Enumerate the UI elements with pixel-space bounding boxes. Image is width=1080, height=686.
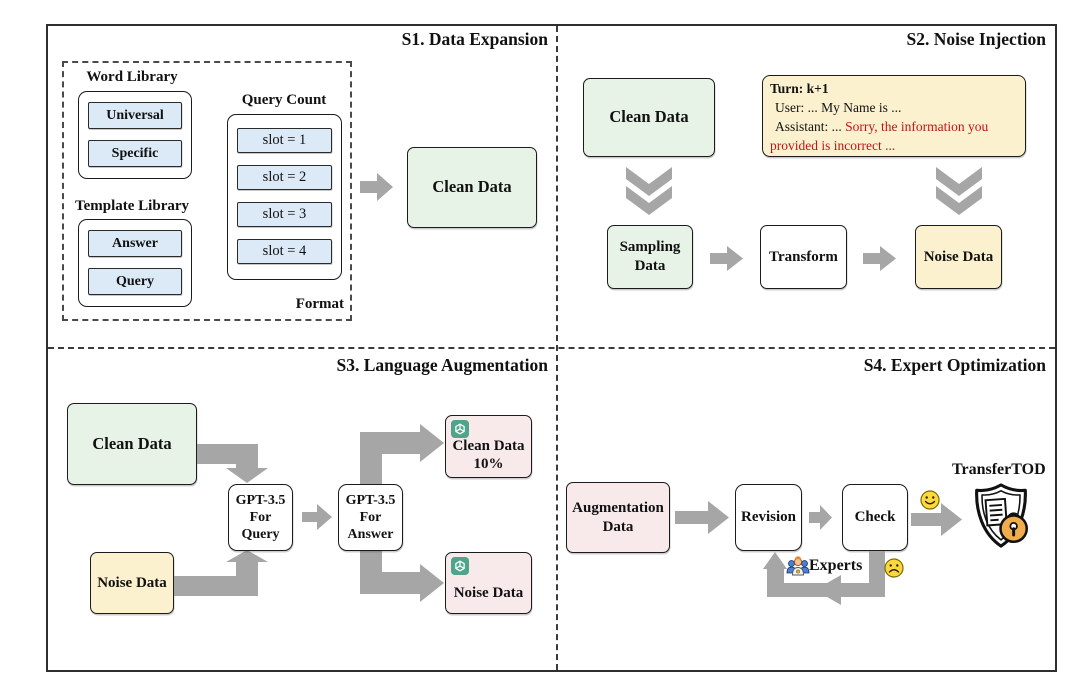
transfertod-label: TransferTOD xyxy=(952,461,1046,478)
double-chevron-down-icon xyxy=(936,167,982,215)
feedback-up-arrowhead xyxy=(763,552,787,569)
word-library-label: Word Library xyxy=(86,69,178,85)
slot-4-item: slot = 4 xyxy=(237,239,332,264)
format-label: Format xyxy=(295,296,344,312)
slot-3-item: slot = 3 xyxy=(237,202,332,227)
transform-box: Transform xyxy=(760,225,847,289)
slot-2-item: slot = 2 xyxy=(237,165,332,190)
clean-data-10-line2: 10% xyxy=(473,456,504,473)
s1-clean-data-box: Clean Data xyxy=(407,147,537,228)
arrow-right-icon xyxy=(911,503,962,536)
elbow-arrows xyxy=(174,424,444,602)
format-group-box xyxy=(62,61,352,321)
s3-noise-data-box: Noise Data xyxy=(90,552,174,614)
dialogue-assistant-error-text: Sorry, the information you provided is i… xyxy=(770,119,989,154)
gpt-query-box: GPT-3.5 For Query xyxy=(228,484,293,551)
gpt-answer-box: GPT-3.5 For Answer xyxy=(338,484,403,551)
arrow-clean-to-gptquery xyxy=(197,444,268,483)
feedback-up-segment xyxy=(767,567,784,597)
gpt-answer-line1: GPT-3.5 xyxy=(345,492,396,508)
dialogue-user-line: User: ... My Name is ... xyxy=(775,100,902,116)
augmentation-data-box: Augmentation Data xyxy=(566,482,670,553)
s3-noise-data-out-label: Noise Data xyxy=(453,585,524,602)
dialogue-assistant-prefix: Assistant: ... xyxy=(775,119,846,135)
template-library-item-query: Query xyxy=(88,268,182,295)
feedback-left-arrowhead xyxy=(815,575,841,605)
clean-data-10-line1: Clean Data xyxy=(452,437,525,454)
word-library-item-specific: Specific xyxy=(88,140,182,167)
transfertod-shield-icon xyxy=(975,483,1029,548)
experts-group-icon xyxy=(786,556,810,576)
template-library-label: Template Library xyxy=(74,198,190,214)
check-box: Check xyxy=(842,484,908,551)
s3-clean-data-box: Clean Data xyxy=(67,403,197,485)
slot-1-item: slot = 1 xyxy=(237,128,332,153)
clean-data-10-box: Clean Data 10% xyxy=(445,415,532,478)
arrow-noise-to-gptquery xyxy=(174,550,268,596)
arrow-gptanswer-to-cleanout xyxy=(360,424,444,484)
dialogue-turn-label: Turn: k+1 xyxy=(770,81,829,96)
s1-title: S1. Data Expansion xyxy=(401,29,548,49)
gpt-query-line3: Query xyxy=(241,527,280,543)
revision-box: Revision xyxy=(735,484,802,551)
arrow-right-icon xyxy=(710,246,743,271)
s2-clean-data-box: Clean Data xyxy=(583,78,715,157)
arrow-right-icon xyxy=(302,504,332,530)
template-library-item-answer: Answer xyxy=(88,230,182,257)
dialogue-example-box: Turn: k+1 User: ... My Name is ... Assis… xyxy=(762,75,1026,157)
s4-title: S4. Expert Optimization xyxy=(863,355,1046,375)
gpt-answer-line2: For xyxy=(359,509,382,525)
s2-noise-data-box: Noise Data xyxy=(915,225,1002,289)
gpt-query-line1: GPT-3.5 xyxy=(235,492,286,508)
experts-label: Experts xyxy=(809,557,863,574)
arrow-right-icon xyxy=(675,501,729,534)
sampling-data-box: Sampling Data xyxy=(607,225,693,289)
feedback-loop-arrows xyxy=(763,551,885,605)
s2-title: S2. Noise Injection xyxy=(906,29,1046,49)
arrow-gptanswer-to-noiseout xyxy=(360,551,444,602)
openai-logo-icon xyxy=(451,420,469,438)
query-count-label: Query Count xyxy=(241,92,327,108)
s3-title: S3. Language Augmentation xyxy=(336,355,549,375)
word-library-item-universal: Universal xyxy=(88,102,182,129)
gpt-answer-line3: Answer xyxy=(347,527,394,543)
sad-face-icon xyxy=(884,558,904,578)
happy-face-icon xyxy=(920,490,940,510)
figure-border xyxy=(46,24,1057,672)
quadrant-divider-horizontal xyxy=(48,347,1055,349)
openai-logo-icon xyxy=(451,557,469,575)
gpt-query-line2: For xyxy=(249,509,272,525)
arrow-right-icon xyxy=(863,246,896,271)
double-chevron-down-icon xyxy=(626,167,672,215)
arrow-right-icon xyxy=(360,173,393,201)
dialogue-assistant-line: Assistant: ... Sorry, the information yo… xyxy=(770,117,1018,155)
s3-noise-data-out-box: Noise Data xyxy=(445,552,532,614)
arrow-right-icon xyxy=(809,505,832,530)
